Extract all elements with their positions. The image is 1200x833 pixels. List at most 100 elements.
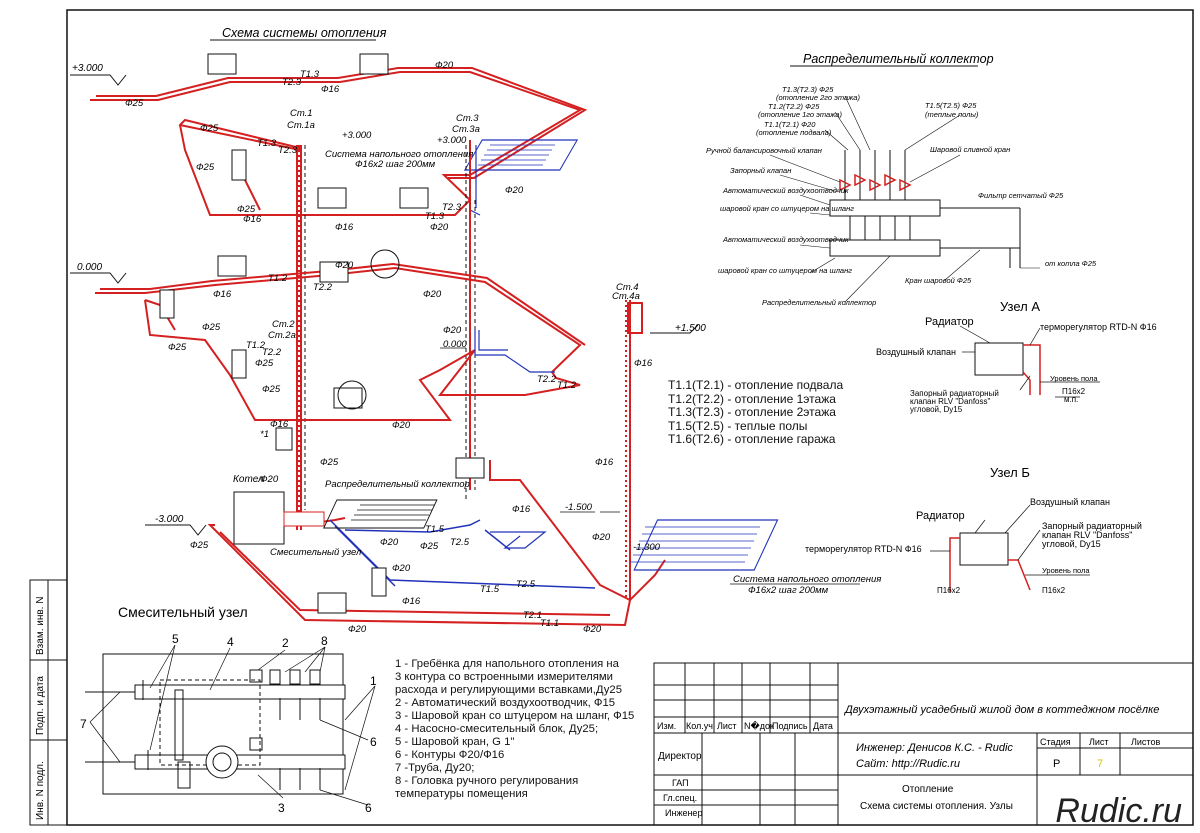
note-line: 1 - Гребёнка для напольного отопления на bbox=[395, 658, 619, 670]
diagram-label: Т2.1 bbox=[523, 610, 542, 621]
radiators-basement bbox=[317, 457, 485, 614]
diagram-label: Ф16х2 шаг 200мм bbox=[748, 585, 829, 596]
diagram-label: Ф25 bbox=[255, 358, 274, 369]
diagram-label: Т2.3 bbox=[278, 145, 298, 156]
diagram-label: Подпись bbox=[772, 721, 808, 731]
note-line: 7 -Труба, Ду20; bbox=[395, 762, 475, 774]
legend-item: Т1.3(Т2.3) - отопление 2этажа bbox=[668, 405, 836, 419]
expansion-tank bbox=[275, 427, 293, 451]
scheme-distributor-hatch bbox=[351, 504, 435, 521]
diagram-label: Ф25 bbox=[200, 123, 219, 134]
note-line: расхода и регулирующими вставками,Ду25 bbox=[395, 684, 622, 696]
legend-item: Т1.5(Т2.5) - теплые полы bbox=[668, 418, 808, 433]
pipe-legend: Т1.1(Т2.1) - отопление подвала Т1.2(Т2.2… bbox=[668, 378, 843, 447]
collector-leaders bbox=[769, 95, 1040, 303]
stamp-inventory: Инв. N подл. bbox=[35, 761, 46, 820]
level-top: +3.000 bbox=[72, 63, 103, 74]
legend-item: Т1.2(Т2.2) - отопление 1этажа bbox=[668, 391, 836, 406]
diagram-label: Двухэтажный усадебный жилой дом в коттед… bbox=[843, 704, 1159, 716]
diagram-label: Запорный клапан bbox=[730, 166, 791, 175]
diagram-label: Лист bbox=[717, 721, 737, 731]
diagram-label: Отопление bbox=[902, 784, 954, 795]
node-b-leaders bbox=[930, 504, 1090, 576]
diagram-label: Т1.2 bbox=[246, 340, 266, 351]
diagram-label: Т2.2 bbox=[313, 282, 333, 293]
diagram-label: Ф20 bbox=[335, 260, 354, 271]
floor-heating-garage bbox=[633, 519, 779, 571]
diagram-label: Ст.3а bbox=[452, 124, 480, 135]
diagram-label: Т1.5 bbox=[480, 584, 500, 595]
diagram-label: угловой, Dy15 bbox=[1042, 539, 1101, 549]
diagram-label: П16х2 bbox=[937, 586, 961, 595]
diagram-label: Ф16 bbox=[512, 504, 531, 515]
diagram-label: Т2.5 bbox=[516, 579, 536, 590]
scheme-distributor bbox=[323, 499, 438, 529]
floor-heating-garage-hatch bbox=[630, 526, 760, 563]
diagram-label: Т1.5 bbox=[425, 524, 445, 535]
diagram-label: Т1.1 bbox=[540, 618, 559, 629]
diagram-label: Стадия bbox=[1040, 737, 1071, 747]
node-b-labels: Узел Б Радиатор Воздушный клапан терморе… bbox=[805, 465, 1142, 595]
diagram-label: Ст.2 bbox=[272, 319, 295, 330]
radiators-floor1 bbox=[159, 255, 363, 409]
watermark: Rudic.ru bbox=[1055, 792, 1182, 830]
diagram-label: Т1.2 bbox=[557, 380, 577, 391]
level-bottom: -3.000 bbox=[155, 514, 184, 525]
detail-a-circle bbox=[370, 249, 400, 279]
level-mid: 0.000 bbox=[77, 262, 102, 273]
diagram-label: Лист bbox=[1089, 737, 1109, 747]
diagram-label: 6 bbox=[370, 735, 377, 749]
note-line: температуры помещения bbox=[395, 788, 528, 800]
diagram-label: +3.000 bbox=[342, 130, 372, 141]
diagram-label: Ф20 bbox=[348, 624, 367, 635]
diagram-label: 6 bbox=[365, 801, 372, 815]
diagram-label: Ф20 bbox=[392, 563, 411, 574]
stamp-signature: Подп. и дата bbox=[35, 676, 46, 735]
diagram-label: Т2.5 bbox=[450, 537, 470, 548]
diagram-label: Ст.4а bbox=[612, 291, 640, 302]
diagram-label: Дата bbox=[813, 721, 833, 731]
diagram-label: Ф20 bbox=[392, 420, 411, 431]
node-a-radiator bbox=[974, 342, 1024, 376]
side-stamp bbox=[29, 579, 68, 826]
note-line: 3 - Шаровой кран со штуцером на шланг, Ф… bbox=[395, 710, 635, 722]
diagram-label: Ф16 bbox=[270, 419, 289, 430]
diagram-label: Т2.2 bbox=[537, 374, 557, 385]
diagram-label: Система напольного отопления bbox=[325, 149, 473, 160]
diagram-label: клапан RLV "Danfoss" bbox=[1042, 530, 1132, 540]
diagram-label: Запорный радиаторный bbox=[1042, 521, 1142, 531]
scheme-title: Схема системы отопления bbox=[222, 26, 387, 40]
diagram-label: (отопление подвала) bbox=[756, 128, 832, 137]
diagram-label: 3 bbox=[278, 801, 285, 815]
node-b-radiator bbox=[959, 532, 1009, 566]
title-block bbox=[653, 662, 1194, 826]
diagram-label: 2 bbox=[282, 636, 289, 650]
basement-floor-pipes bbox=[329, 519, 596, 589]
diagram-label: Ст.2а bbox=[268, 330, 296, 341]
diagram-label: Фильтр сетчатый Ф25 bbox=[978, 191, 1064, 200]
diagram-label: Ст.3 bbox=[456, 113, 479, 124]
diagram-label: терморегулятор RTD-N Ф16 bbox=[1040, 322, 1157, 332]
diagram-label: Директор bbox=[658, 751, 702, 762]
floor-heating-2 bbox=[463, 139, 579, 216]
diagram-label: Т1.3 bbox=[257, 138, 277, 149]
diagram-label: -1.300 bbox=[633, 542, 661, 553]
diagram-label: шаровой кран со штуцером на шланг bbox=[718, 266, 852, 275]
diagram-label: (отопление 2го этажа) bbox=[776, 93, 860, 102]
diagram-label: Ф16 bbox=[402, 596, 421, 607]
node-a-pipes bbox=[1022, 344, 1041, 395]
diagram-label: Ф25 bbox=[320, 457, 339, 468]
diagram-label: Т1.1(Т2.1) Ф20 bbox=[764, 120, 816, 129]
diagram-label: Т1.3 bbox=[300, 69, 320, 80]
diagram-label: 7 bbox=[1097, 758, 1103, 770]
diagram-label: Кран шаровой Ф25 bbox=[905, 276, 972, 285]
diagram-label: Листов bbox=[1131, 737, 1160, 747]
diagram-label: Радиатор bbox=[925, 316, 974, 328]
note-line: 4 - Насосно-смесительный блок, Ду25; bbox=[395, 723, 599, 735]
mixing-unit bbox=[283, 511, 325, 527]
diagram-label: Инженер: Денисов К.С. - Rudic bbox=[856, 742, 1013, 754]
diagram-label: Сайт: http://Rudic.ru bbox=[856, 758, 960, 770]
diagram-label: Запорный радиаторный bbox=[910, 389, 999, 398]
diagram-label: 7 bbox=[80, 717, 87, 731]
diagram-label: Уровень пола bbox=[1050, 374, 1098, 383]
